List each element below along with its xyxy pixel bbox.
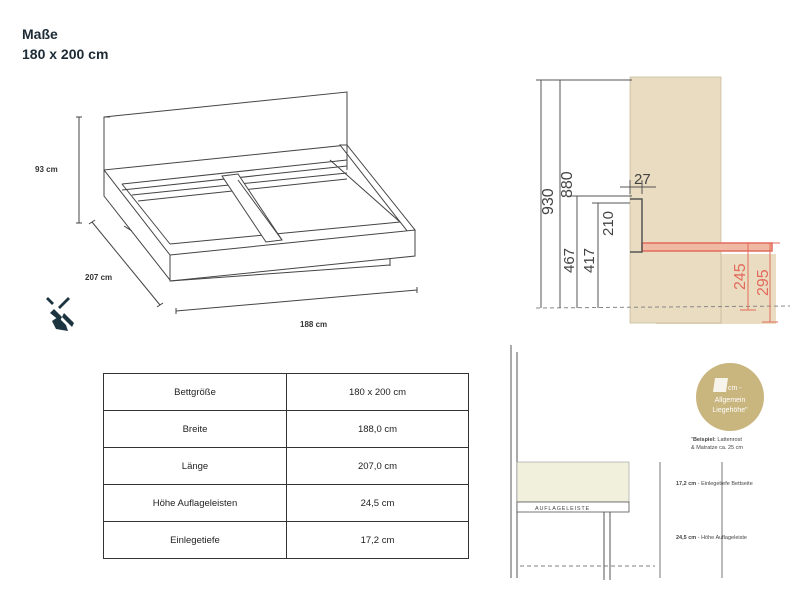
depth-note: 17,2 cm - Einlegetiefe Bettseite	[676, 481, 753, 487]
spec-label: Länge	[103, 447, 287, 485]
height-note-text: - Höhe Auflageleiste	[696, 535, 747, 541]
table-row: Länge 207,0 cm	[103, 447, 469, 485]
dim-295: 295	[755, 269, 772, 296]
table-row: Breite 188,0 cm	[103, 410, 469, 448]
badge-line2: Allgemein	[715, 397, 746, 404]
note-bold: Beispiel:	[693, 437, 716, 443]
section-dimension-lines	[536, 79, 656, 308]
dim-467: 467	[561, 248, 578, 273]
dim-210: 210	[600, 211, 617, 236]
spec-value: 24,5 cm	[286, 484, 469, 522]
depth-note-text: - Einlegetiefe Bettseite	[696, 481, 753, 487]
note-line2: & Matratze ca. 25 cm	[691, 445, 743, 451]
badge-line3: Liegehöhe"	[712, 407, 748, 414]
table-row: Höhe Auflageleisten 24,5 cm	[103, 484, 469, 522]
height-dimension-label: 93 cm	[35, 165, 58, 174]
spec-value: 188,0 cm	[286, 410, 469, 448]
note-line1: "Beispiel: Lattenrost	[691, 437, 742, 443]
page-title: Maße	[22, 26, 58, 42]
bed-perspective-drawing	[103, 91, 416, 282]
spec-value: 180 x 200 cm	[286, 373, 469, 411]
bed-dimension-lines	[76, 116, 418, 314]
rail-label: AUFLAGELEISTE	[535, 506, 590, 512]
mattress-icon	[713, 378, 728, 392]
spec-value: 17,2 cm	[286, 521, 469, 559]
dim-27: 27	[634, 171, 651, 188]
spec-label: Höhe Auflageleisten	[103, 484, 287, 522]
height-note: 24,5 cm - Höhe Auflageleiste	[676, 535, 747, 541]
height-note-value: 24,5 cm	[676, 535, 696, 541]
spec-label: Breite	[103, 410, 287, 448]
depth-note-value: 17,2 cm	[676, 481, 696, 487]
depth-dimension-label: 207 cm	[85, 273, 112, 282]
spec-value: 207,0 cm	[286, 447, 469, 485]
page-subtitle: 180 x 200 cm	[22, 46, 109, 62]
dim-880: 880	[559, 171, 576, 198]
section-highlight-dimensions	[740, 242, 780, 323]
width-dimension-label: 188 cm	[300, 320, 327, 329]
spec-label: Bettgröße	[103, 373, 287, 411]
dim-245: 245	[732, 263, 749, 290]
section-drawing	[535, 76, 791, 324]
table-row: Einlegetiefe 17,2 cm	[103, 521, 469, 559]
badge-line1: cm -	[728, 385, 742, 392]
detail-drawing	[510, 345, 723, 580]
assembly-tools-icon	[46, 297, 74, 331]
note-text: Lattenrost	[717, 437, 742, 443]
spec-label: Einlegetiefe	[103, 521, 287, 559]
dim-930: 930	[540, 188, 557, 215]
dim-417: 417	[581, 248, 598, 273]
liegehoehe-badge: cm - Allgemein Liegehöhe"	[696, 363, 764, 431]
table-row: Bettgröße 180 x 200 cm	[103, 373, 469, 411]
spec-table: Bettgröße 180 x 200 cm Breite 188,0 cm L…	[103, 373, 469, 559]
